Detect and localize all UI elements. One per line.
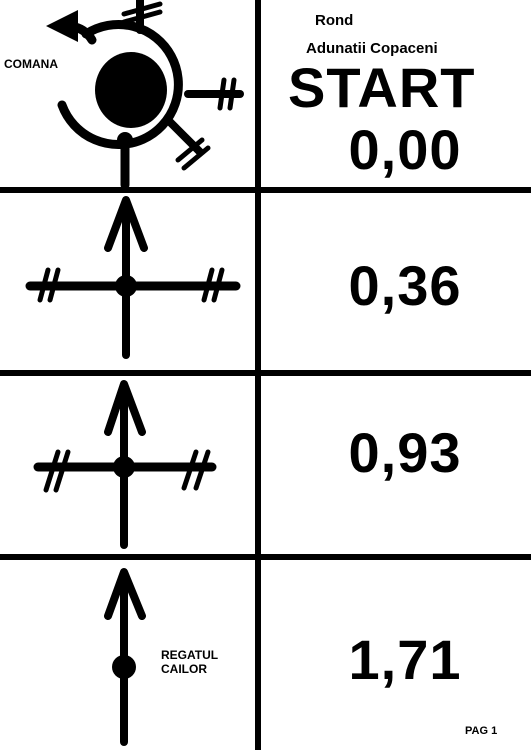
distance-row-3: 0,93	[348, 421, 462, 484]
direction-arrowhead	[104, 196, 148, 252]
direction-arrowhead	[104, 380, 146, 436]
straight-arrow-icon	[104, 568, 146, 746]
direction-label-line-1: REGATUL	[161, 648, 219, 662]
junction-dot	[113, 456, 135, 478]
location-line-1: Rond	[315, 12, 354, 29]
direction-arrowhead	[104, 568, 146, 620]
crossroad-straight-icon	[33, 380, 217, 549]
crossroad-straight-icon	[25, 196, 241, 359]
start-dot	[117, 132, 133, 148]
junction-dot	[115, 275, 137, 297]
distance-row-1: 0,00	[348, 118, 462, 181]
distance-row-2: 0,36	[348, 254, 462, 317]
roundabout-icon	[46, 0, 244, 190]
location-line-2: Adunatii Copaceni	[306, 40, 438, 57]
direction-label-regatul-cailor: REGATUL CAILOR	[161, 648, 218, 677]
start-label: START	[288, 56, 476, 119]
page-number: PAG 1	[465, 725, 498, 737]
roundabout-island	[95, 52, 167, 128]
distance-row-4: 1,71	[348, 628, 462, 691]
waypoint-dot	[112, 655, 136, 679]
exit-arrowhead	[46, 10, 78, 42]
direction-label-comana: COMANA	[4, 57, 58, 71]
direction-label-line-2: CAILOR	[161, 662, 207, 677]
roundabout-ring	[57, 20, 183, 149]
